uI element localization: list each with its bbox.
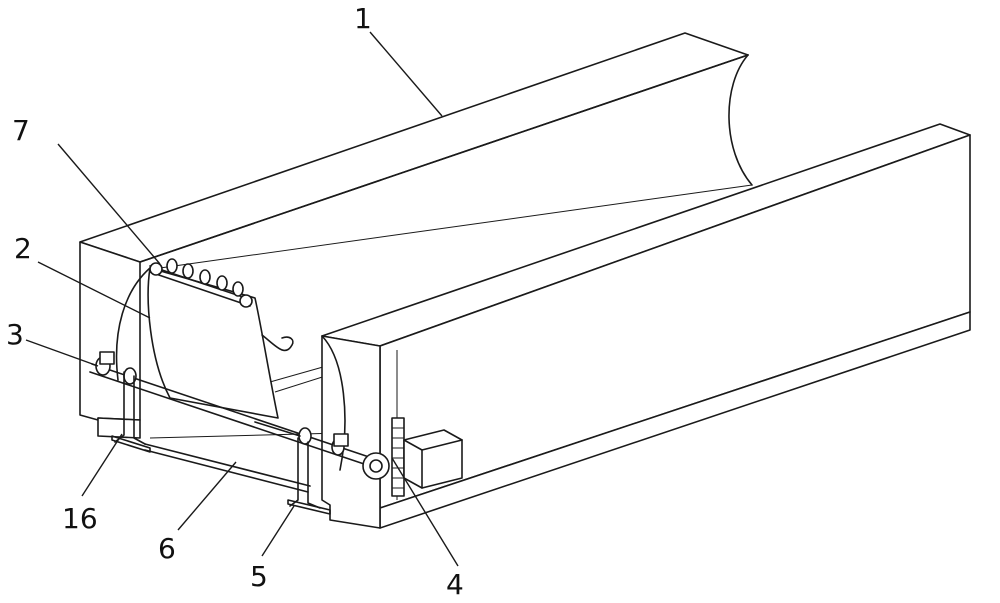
shaft-bearing-right <box>333 433 349 447</box>
leader-16 <box>81 433 123 497</box>
label-3: 3 <box>6 318 24 351</box>
leader-lines <box>25 31 459 567</box>
left-wall-end-face <box>79 241 141 421</box>
leader-7 <box>57 143 161 265</box>
floor-line-1 <box>269 364 331 383</box>
gear-rack <box>391 417 405 497</box>
leader-6 <box>177 461 237 531</box>
right-hanger-rod-1 <box>289 437 299 507</box>
label-7: 7 <box>12 114 30 147</box>
belt-left-curve <box>115 267 151 381</box>
right-hanger-foot <box>287 499 331 515</box>
drive-assembly <box>362 417 463 497</box>
label-6: 6 <box>158 532 176 565</box>
top-roller <box>149 258 253 308</box>
right-wall-side-face <box>379 134 971 509</box>
part-labels: 1 7 2 3 16 6 5 4 <box>6 2 464 601</box>
roller-ring-3 <box>199 269 211 285</box>
right-hanger-rod-2 <box>307 441 321 509</box>
shaft-bearing-left <box>99 351 115 365</box>
roller-end-right <box>239 294 253 308</box>
shaft-line-bottom <box>89 371 377 469</box>
label-4: 4 <box>446 568 464 601</box>
leader-1 <box>369 31 443 117</box>
roller-ring-5 <box>232 281 244 297</box>
roller-ring-4 <box>216 275 228 291</box>
roller-ring-2 <box>182 263 194 279</box>
lower-shaft <box>89 351 379 469</box>
tie-bar-line-2 <box>144 449 309 493</box>
tie-bar-line-1 <box>144 443 311 487</box>
label-5: 5 <box>250 560 268 593</box>
label-1: 1 <box>354 2 372 35</box>
trough-surface-line <box>159 184 753 269</box>
roller-end-left <box>149 262 163 276</box>
leader-2 <box>37 261 151 319</box>
right-wall-end-face <box>321 335 381 529</box>
leader-3 <box>25 339 99 367</box>
shaft-sleeve <box>254 421 301 437</box>
left-hanger-rod-2 <box>133 375 146 445</box>
tie-bar <box>144 443 311 493</box>
drive-pulley-inner <box>369 459 383 473</box>
motor-body <box>403 429 463 489</box>
left-wall-inner-edge <box>139 54 749 263</box>
leader-5 <box>261 505 295 557</box>
leader-4 <box>391 457 459 567</box>
top-roller-axis-lower <box>149 271 251 307</box>
belt-sheet-body <box>147 267 279 419</box>
cable-loop <box>261 334 294 352</box>
hanger-brackets <box>111 371 331 515</box>
left-base-step <box>97 417 141 439</box>
shaft-line-top <box>91 363 379 461</box>
label-16: 16 <box>62 502 98 535</box>
far-curve-profile <box>728 54 753 186</box>
roller-ring-1 <box>166 258 178 274</box>
label-2: 2 <box>14 232 32 265</box>
